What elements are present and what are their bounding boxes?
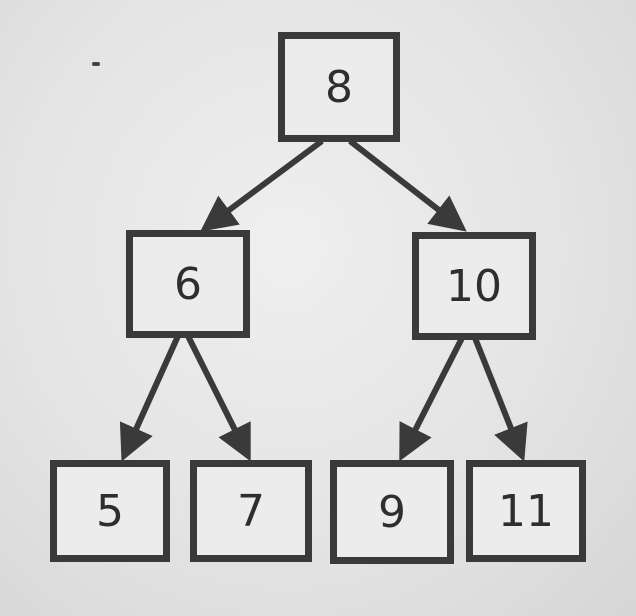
node-11: 11 [466, 460, 586, 562]
node-8: 8 [278, 32, 400, 142]
edge-6-to-5 [119, 334, 181, 462]
edge-10-to-11 [472, 336, 528, 462]
node-10: 10 [412, 232, 536, 340]
node-5: 5 [50, 460, 170, 562]
edge-10-to-9 [399, 336, 465, 462]
edge-8-to-10 [348, 138, 467, 232]
node-9: 9 [330, 460, 454, 564]
ink-speck [92, 62, 100, 66]
edge-8-to-6 [200, 138, 324, 232]
edge-6-to-7 [185, 334, 251, 462]
node-6: 6 [126, 230, 250, 338]
node-7: 7 [190, 460, 312, 562]
